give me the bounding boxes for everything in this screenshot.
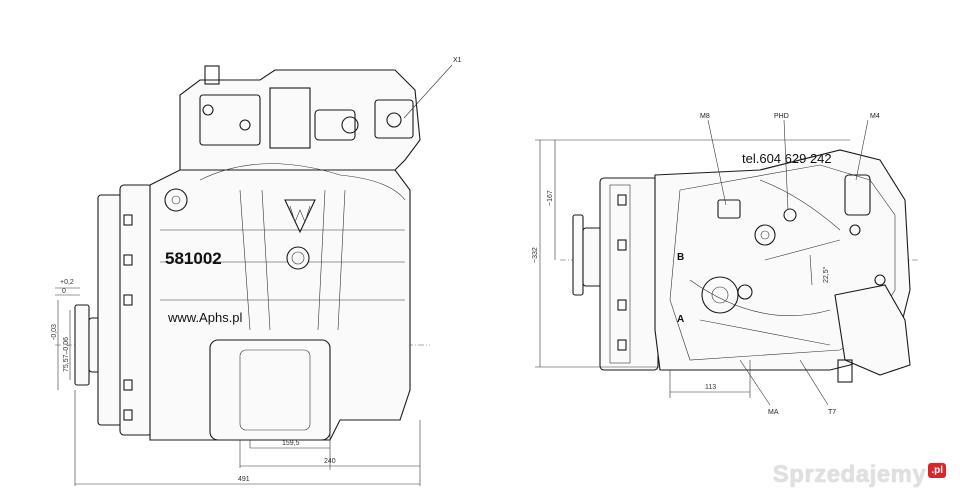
housing-curve <box>199 163 406 201</box>
t7-leader <box>799 359 829 406</box>
left-view: 581002 www.Aphs.pl X1 +0,2 0 -0,03 75,57… <box>51 57 462 486</box>
housing-ribs <box>239 189 346 331</box>
port-b-label: B <box>677 252 684 263</box>
tol-plus: +0,2 <box>60 279 74 286</box>
center-plug <box>286 246 310 270</box>
bottom-connector <box>837 359 853 383</box>
end-cap <box>119 184 153 436</box>
right-bolts <box>617 194 627 351</box>
callout-t7: T7 <box>828 409 836 416</box>
angle-label: 22,5° <box>822 266 830 283</box>
port-a-label: A <box>677 314 684 325</box>
solenoid-x1 <box>374 99 414 139</box>
watermark-badge: .pl <box>928 462 946 478</box>
side-port <box>164 188 188 212</box>
tol-diameter: 75,57–0,06 <box>63 337 70 372</box>
ma-leader <box>739 359 771 406</box>
m4-leader <box>855 119 869 181</box>
model-number: 581002 <box>165 249 222 268</box>
dim-240: 240 <box>324 458 336 465</box>
m8-leader <box>707 119 727 206</box>
right-shaft-flange <box>572 214 584 296</box>
port-b-boss <box>754 224 776 246</box>
housing-contours <box>160 229 405 301</box>
phone-text: tel.604 629 242 <box>742 151 832 166</box>
watermark: Sprzedajemy .pl <box>773 461 946 489</box>
control-block <box>179 69 421 171</box>
port-a-boss <box>701 276 739 314</box>
manufacturer-logo <box>284 199 316 234</box>
tol-minus: -0,03 <box>51 324 58 340</box>
watermark-text: Sprzedajemy <box>772 461 927 488</box>
lower-boss <box>209 339 331 441</box>
electrical-connector <box>314 109 356 141</box>
x1-leader <box>403 64 453 119</box>
lower-boss-inner <box>239 349 311 431</box>
callout-x1: X1 <box>453 57 462 64</box>
right-horizontal-dimension: 113 <box>669 360 751 398</box>
dim-167: ~167 <box>547 190 554 206</box>
callout-phd: PHD <box>774 113 789 120</box>
dim-113: 113 <box>705 384 716 391</box>
dim-159-5: 159,5 <box>282 440 300 447</box>
bottom-dimensions: 159,5 240 491 <box>74 390 421 486</box>
callout-m4: M4 <box>870 113 880 120</box>
right-side-housing <box>599 177 659 371</box>
shaft-flange <box>74 304 90 386</box>
right-vertical-dimensions: ~332 ~167 <box>532 139 850 368</box>
website-text: www.Aphs.pl <box>167 310 243 325</box>
m4-port <box>844 174 871 216</box>
phd-leader <box>783 119 789 211</box>
dim-332: ~332 <box>532 247 539 263</box>
right-view: B A tel.604 629 242 M8 PHD M4 MA T7 22,5… <box>532 113 920 416</box>
m8-port <box>717 199 741 219</box>
end-cap-bolts <box>123 214 133 421</box>
callout-ma: MA <box>768 409 779 416</box>
callout-m8: M8 <box>700 113 710 120</box>
tol-zero: 0 <box>62 288 66 295</box>
top-valve <box>204 65 220 85</box>
control-module <box>269 87 311 149</box>
charge-pump-body <box>97 194 123 426</box>
control-cover <box>199 94 261 146</box>
dim-491: 491 <box>238 476 250 483</box>
